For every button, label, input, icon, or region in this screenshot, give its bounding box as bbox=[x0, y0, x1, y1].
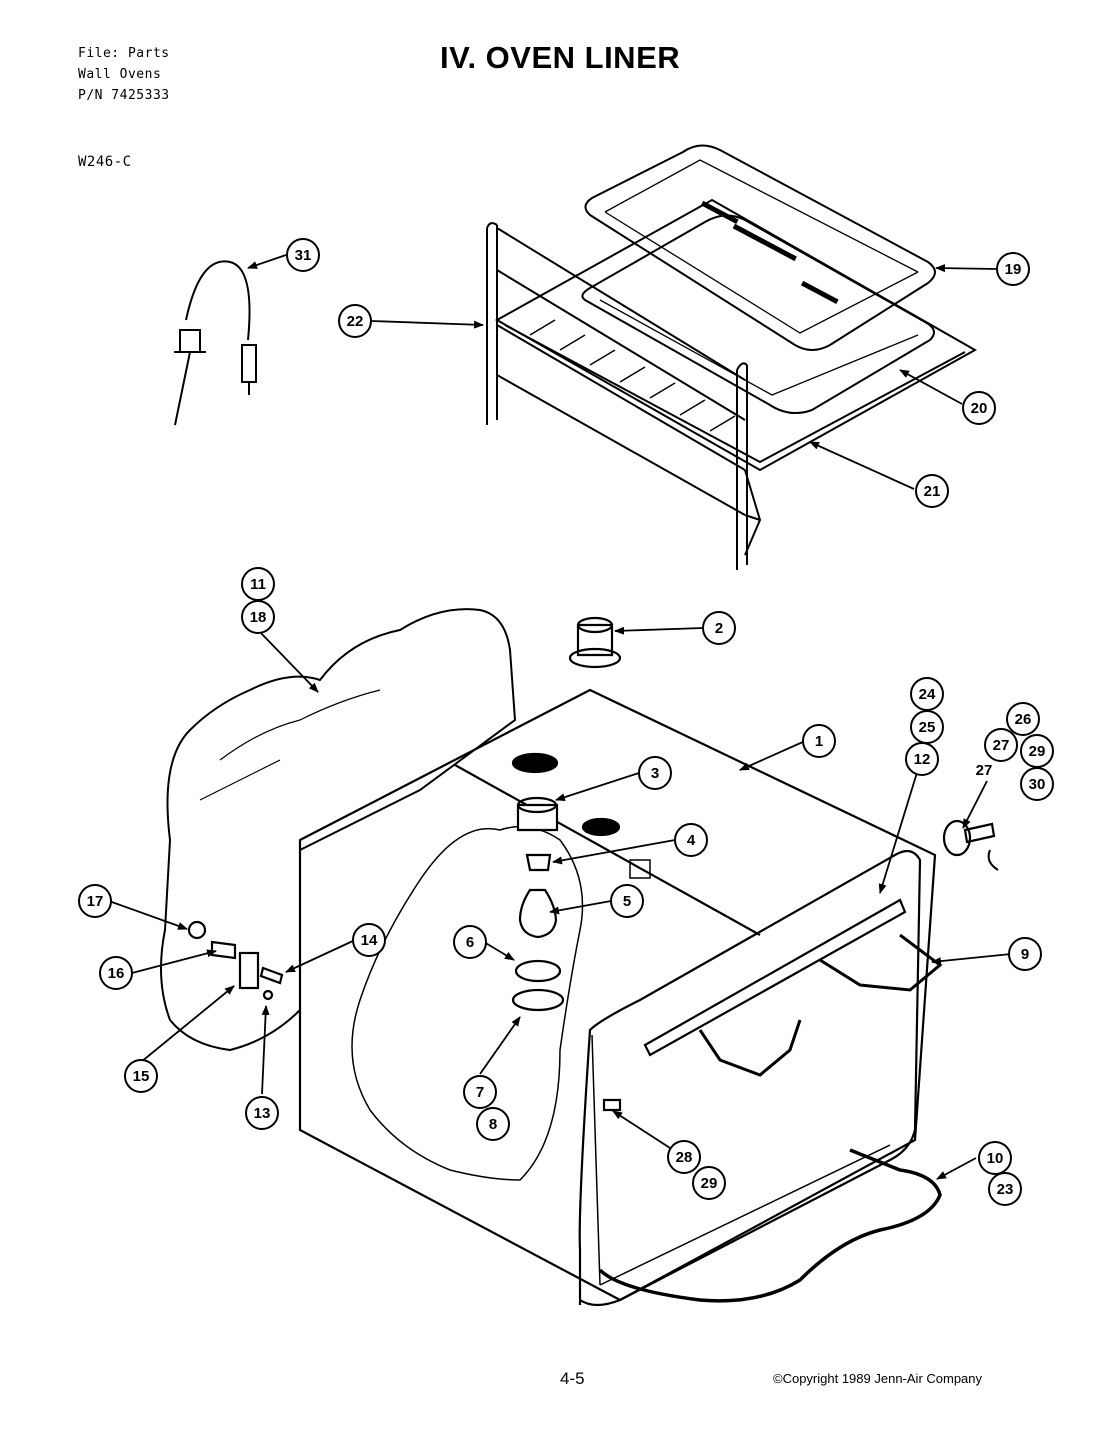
callout-3 bbox=[638, 756, 672, 790]
callout-18-label: 18 bbox=[250, 609, 267, 626]
page-number: 4-5 bbox=[560, 1369, 585, 1388]
callout-24-label: 24 bbox=[919, 686, 936, 703]
callout-27-leader-label: 27 bbox=[976, 762, 993, 779]
callout-22 bbox=[338, 304, 372, 338]
part-number-label: P/N 7425333 bbox=[78, 88, 170, 103]
callout-2-label: 2 bbox=[715, 620, 723, 637]
model-number: W246-C bbox=[78, 154, 132, 170]
callout-3-label: 3 bbox=[651, 765, 659, 782]
callout-5 bbox=[610, 884, 644, 918]
callout-29-label: 29 bbox=[1029, 743, 1046, 760]
callout-4-label: 4 bbox=[687, 832, 696, 849]
callout-9-label: 9 bbox=[1021, 946, 1029, 963]
callout-17-label: 17 bbox=[87, 893, 104, 910]
callout-10 bbox=[978, 1141, 1012, 1175]
callout-27a bbox=[984, 728, 1018, 762]
callout-26-label: 26 bbox=[1015, 711, 1032, 728]
callout-6-label: 6 bbox=[466, 934, 474, 951]
callout-1 bbox=[802, 724, 836, 758]
callout-13 bbox=[245, 1096, 279, 1130]
callout-30 bbox=[1020, 767, 1054, 801]
broiler-pan-and-racks bbox=[486, 144, 978, 570]
callout-11-label: 11 bbox=[250, 576, 266, 593]
callout-17 bbox=[78, 884, 112, 918]
callout-19-label: 19 bbox=[1005, 261, 1022, 278]
callout-1-label: 1 bbox=[815, 733, 823, 750]
callout-10-label: 10 bbox=[987, 1150, 1004, 1167]
copyright-notice: ©Copyright 1989 Jenn-Air Company bbox=[773, 1371, 983, 1386]
callout-18 bbox=[241, 600, 275, 634]
callout-20 bbox=[962, 391, 996, 425]
callout-16-label: 16 bbox=[108, 965, 125, 982]
callout-6 bbox=[453, 925, 487, 959]
callout-30-label: 30 bbox=[1029, 776, 1046, 793]
insulation-blanket bbox=[160, 608, 517, 1052]
callout-28 bbox=[667, 1140, 701, 1174]
callout-31-label: 31 bbox=[295, 247, 312, 264]
callout-28-label: 28 bbox=[676, 1149, 693, 1166]
callout-21 bbox=[915, 474, 949, 508]
callout-23 bbox=[988, 1172, 1022, 1206]
callout-bubbles bbox=[78, 238, 1054, 1206]
callout-21-label: 21 bbox=[924, 483, 941, 500]
callout-15-label: 15 bbox=[133, 1068, 150, 1085]
callout-8 bbox=[476, 1107, 510, 1141]
callout-31 bbox=[286, 238, 320, 272]
callout-4 bbox=[674, 823, 708, 857]
callout-14 bbox=[352, 923, 386, 957]
callout-29b bbox=[692, 1166, 726, 1200]
callout-15 bbox=[124, 1059, 158, 1093]
callout-2 bbox=[702, 611, 736, 645]
callout-7 bbox=[463, 1075, 497, 1109]
file-label: File: Parts bbox=[78, 46, 170, 61]
callout-13-label: 13 bbox=[254, 1105, 271, 1122]
callout-19 bbox=[996, 252, 1030, 286]
callout-29-lower-label: 29 bbox=[701, 1175, 718, 1192]
callout-5-label: 5 bbox=[623, 893, 631, 910]
callout-16 bbox=[99, 956, 133, 990]
callout-26 bbox=[1006, 702, 1040, 736]
callout-leaders bbox=[108, 254, 1012, 1180]
callout-numbers: 1 2 3 4 5 6 7 8 9 10 11 12 13 14 15 16 1… bbox=[87, 247, 1046, 1198]
callout-8-label: 8 bbox=[489, 1116, 497, 1133]
callout-23-label: 23 bbox=[997, 1181, 1014, 1198]
callout-9 bbox=[1008, 937, 1042, 971]
callout-25 bbox=[910, 710, 944, 744]
callout-25-label: 25 bbox=[919, 719, 936, 736]
callout-14-label: 14 bbox=[361, 932, 378, 949]
callout-7-label: 7 bbox=[476, 1084, 484, 1101]
callout-22-label: 22 bbox=[347, 313, 364, 330]
callout-27-label: 27 bbox=[993, 737, 1010, 754]
callout-20-label: 20 bbox=[971, 400, 988, 417]
callout-12-label: 12 bbox=[914, 751, 931, 768]
category-label: Wall Ovens bbox=[78, 67, 162, 82]
oven-liner-body bbox=[187, 616, 999, 1307]
page-title: IV. OVEN LINER bbox=[440, 40, 681, 75]
temperature-probe bbox=[174, 260, 257, 426]
